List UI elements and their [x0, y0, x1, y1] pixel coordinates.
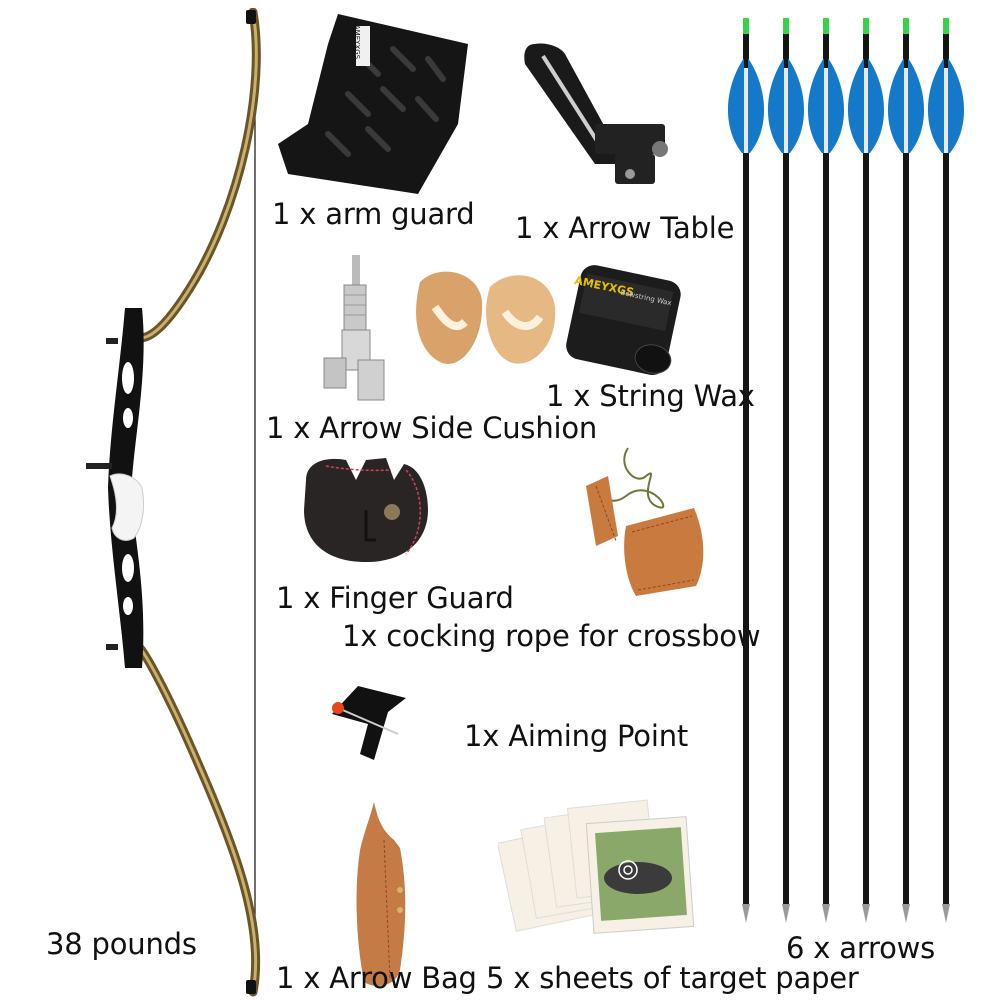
arrow-2 — [767, 18, 805, 923]
arrow-bag-label: 1 x Arrow Bag — [276, 961, 477, 995]
arrow-6 — [927, 18, 965, 923]
bow-weight-label: 38 pounds — [46, 927, 197, 961]
arm-guard-label: 1 x arm guard — [272, 197, 475, 231]
arrow-4 — [847, 18, 885, 923]
arrow-table-image — [515, 34, 675, 194]
arrow-1 — [728, 18, 765, 923]
arrow-3 — [807, 18, 845, 923]
finger-guard-label: 1 x Finger Guard — [276, 581, 514, 615]
target-paper-image — [498, 794, 698, 944]
arm-guard-image: AMEYXGS — [268, 4, 478, 200]
string-wax-image: AMEYXGS Bowstring Wax — [558, 262, 688, 382]
arrow-5 — [887, 18, 925, 923]
recurve-bow — [70, 8, 270, 998]
arrows-image — [728, 18, 968, 933]
arrows-label: 6 x arrows — [786, 931, 936, 965]
aiming-point-image — [328, 684, 410, 764]
string-wax-label: 1 x String Wax — [546, 379, 755, 413]
arrow-bag-image — [334, 800, 424, 990]
arrow-table-label: 1 x Arrow Table — [515, 211, 735, 245]
arm-guard-brand: AMEYXGS — [353, 24, 362, 60]
finger-guard-image — [296, 450, 436, 570]
cocking-rope-label: 1x cocking rope for crossbow — [342, 619, 761, 653]
target-paper-label: 5 x sheets of target paper — [486, 961, 859, 995]
aiming-point-label: 1x Aiming Point — [464, 719, 689, 753]
arrow-side-cushion-label: 1 x Arrow Side Cushion — [266, 411, 598, 445]
cocking-rope-image — [566, 446, 716, 606]
arrow-side-cushion-image — [322, 250, 392, 410]
fur-pads-image — [410, 262, 560, 372]
